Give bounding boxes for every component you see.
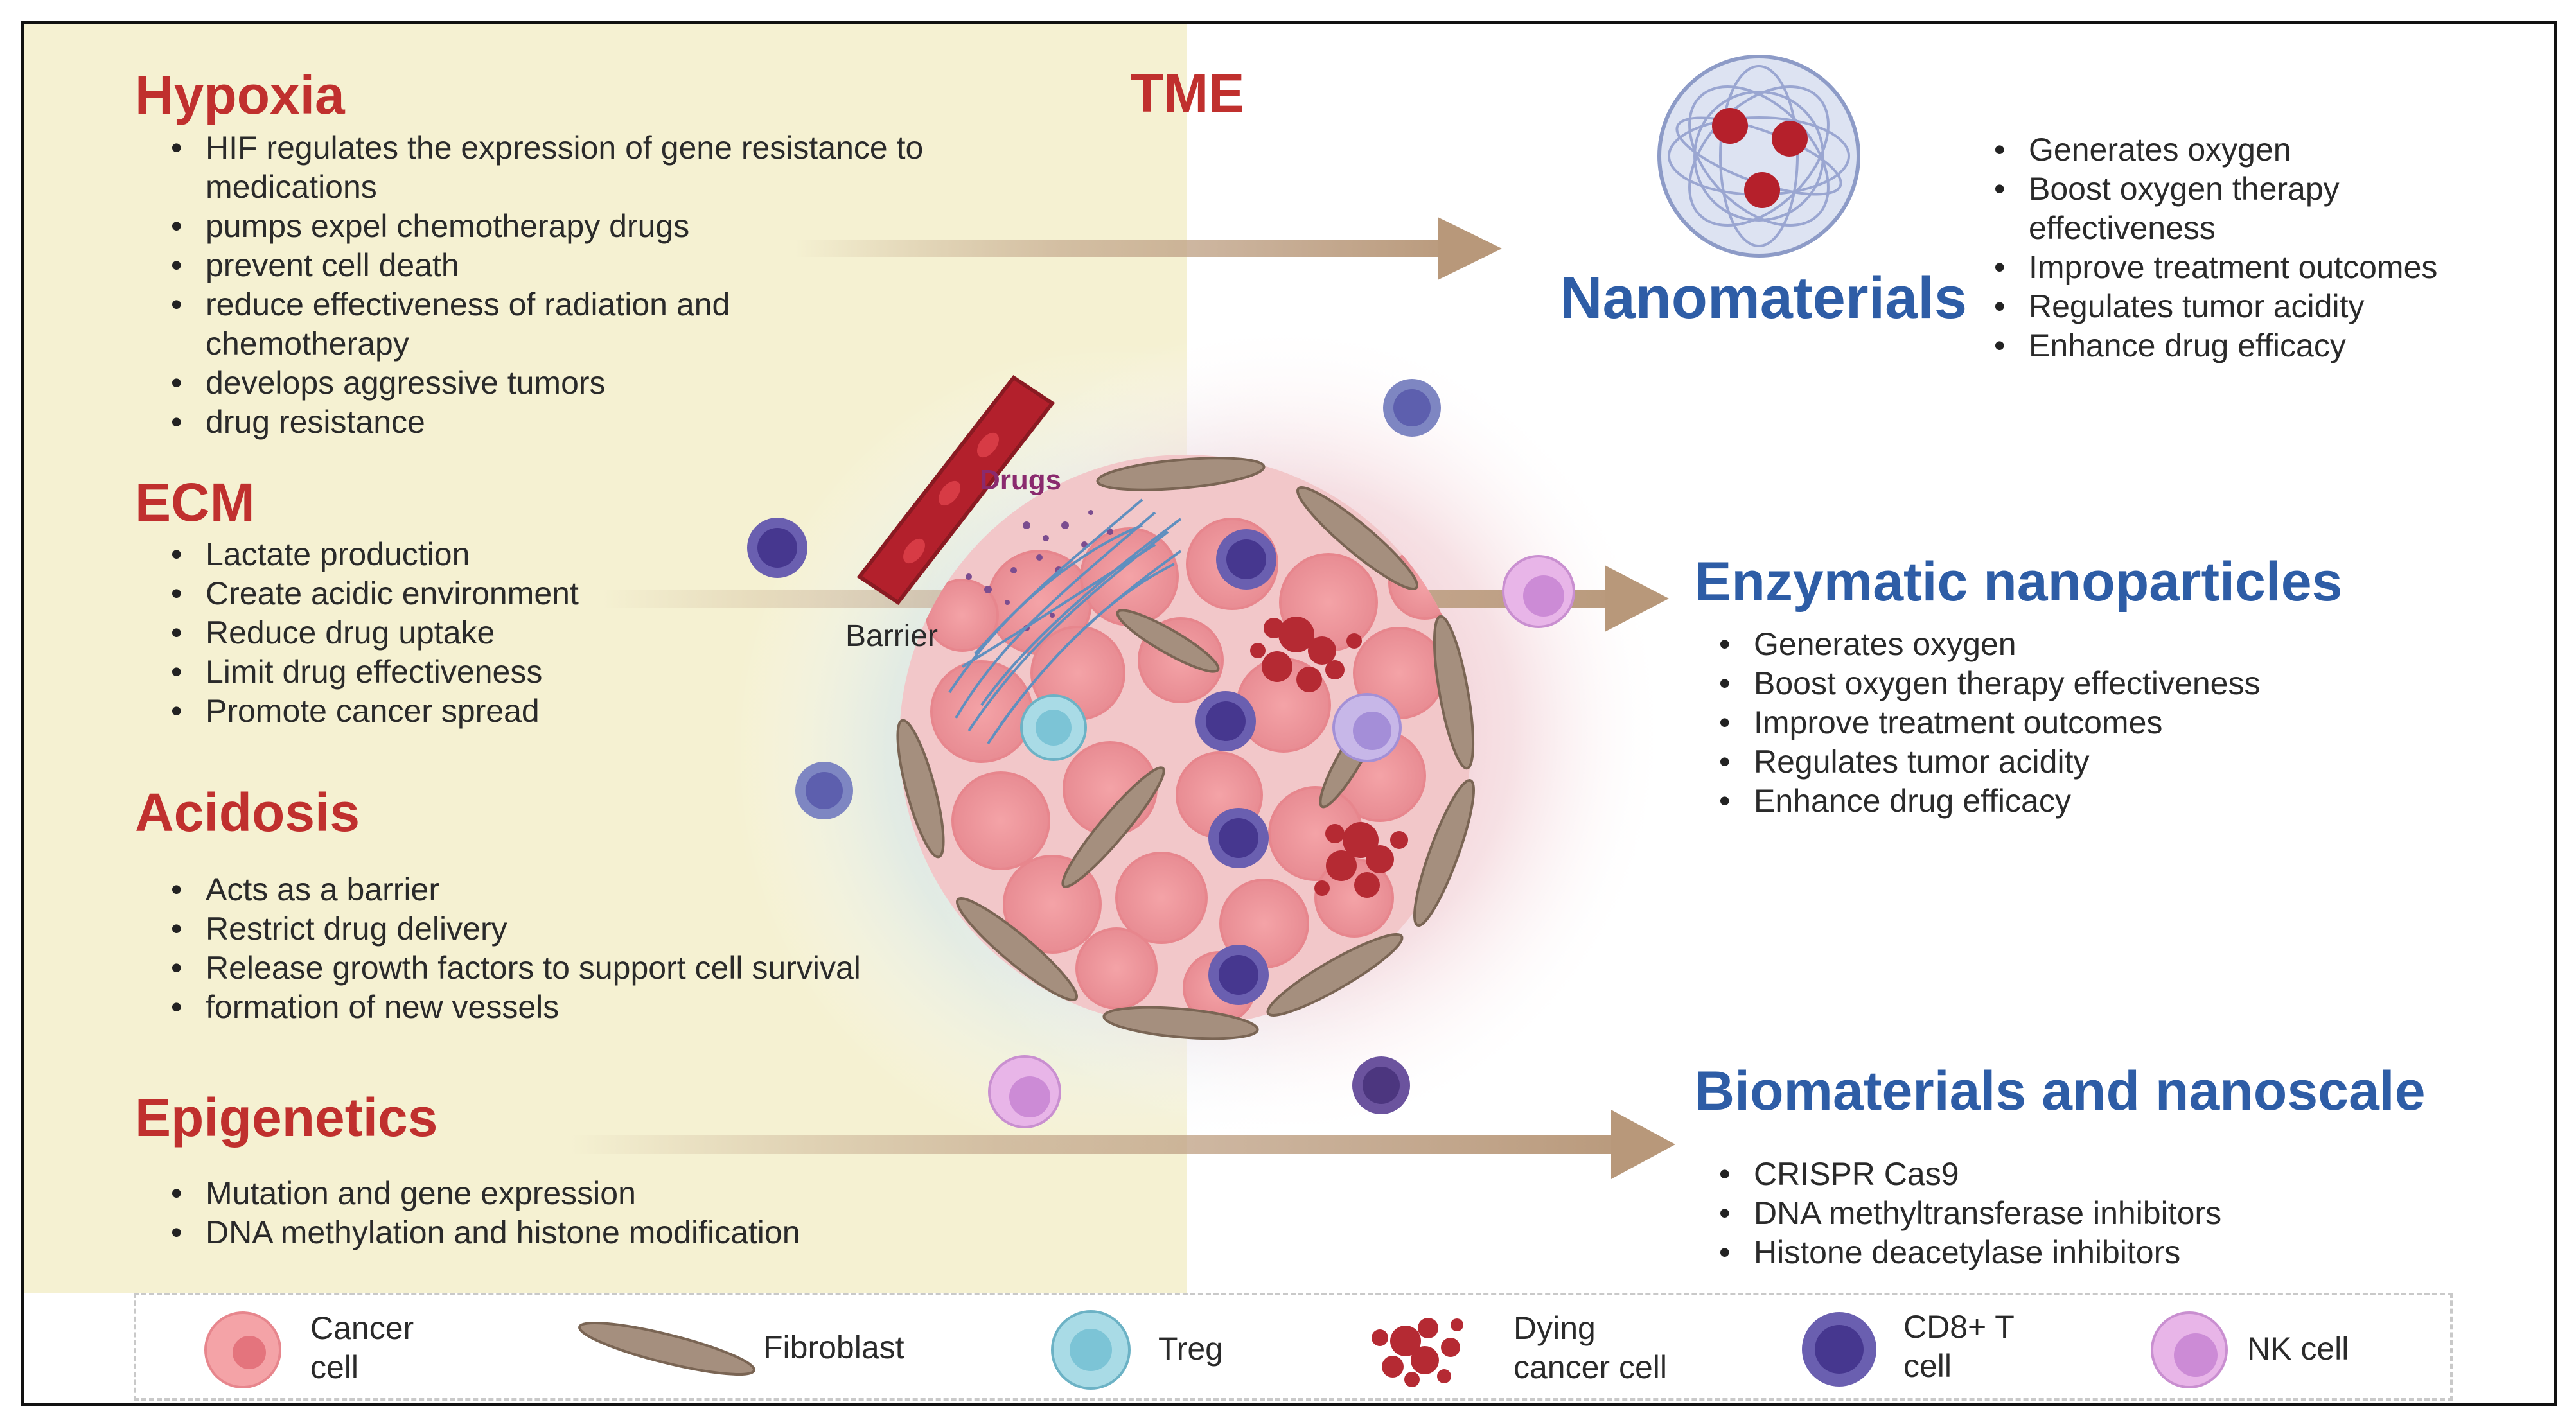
list-item: DNA methylation and histone modification [135, 1213, 1098, 1252]
legend-nk-cell-icon [2151, 1311, 2228, 1388]
legend-cancer-cell-label: Cancer cell [310, 1310, 414, 1385]
list-item: Acts as a barrier [135, 870, 1098, 909]
acidosis-title: Acidosis [135, 782, 360, 843]
list-item: Mutation and gene expression [135, 1174, 1098, 1213]
figure-frame: TME Hypoxia HIF regulates the expression… [21, 21, 2557, 1406]
legend-fibroblast-icon [578, 1321, 755, 1376]
list-item: Generates oxygen [1683, 625, 2518, 664]
list-item: Improve treatment outcomes [1958, 248, 2536, 287]
enzymatic-nanoparticles-title: Enzymatic nanoparticles [1695, 551, 2343, 613]
list-item: Limit drug effectiveness [135, 652, 842, 692]
list-item: prevent cell death [135, 246, 1054, 285]
epigenetics-list: Mutation and gene expression DNA methyla… [135, 1174, 1098, 1252]
legend-cd8-t-cell-icon [1802, 1312, 1876, 1387]
list-item: Histone deacetylase inhibitors [1683, 1233, 2518, 1272]
legend-fibroblast-label: Fibroblast [763, 1329, 904, 1365]
barrier-label: Barrier [845, 619, 939, 653]
list-item: Create acidic environment [135, 574, 842, 613]
list-item: reduce effectiveness of radiation and ch… [135, 285, 874, 363]
list-item: Regulates tumor acidity [1958, 287, 2536, 326]
list-item: formation of new vessels [135, 988, 1098, 1027]
list-item: Lactate production [135, 535, 842, 574]
legend-treg-icon [1051, 1310, 1131, 1390]
acidosis-list: Acts as a barrier Restrict drug delivery… [135, 870, 1098, 1027]
legend-treg-label: Treg [1158, 1331, 1223, 1367]
biomaterials-list: CRISPR Cas9 DNA methyltransferase inhibi… [1683, 1155, 2518, 1272]
list-item: Release growth factors to support cell s… [135, 949, 1098, 988]
ecm-barrier-fibers [948, 498, 1182, 745]
legend-dying-cancer-cell-icon [1372, 1318, 1463, 1387]
hypoxia-title: Hypoxia [135, 65, 345, 125]
biomaterials-nanoscale-title: Biomaterials and nanoscale [1695, 1060, 2426, 1122]
list-item: Regulates tumor acidity [1683, 742, 2518, 782]
list-item: Boost oxygen therapy effectiveness [1958, 170, 2414, 248]
list-item: drug resistance [135, 403, 1054, 442]
list-item: Enhance drug efficacy [1683, 782, 2518, 821]
ecm-title: ECM [135, 472, 255, 532]
enzymatic-list: Generates oxygen Boost oxygen therapy ef… [1683, 625, 2518, 821]
treg-cell [1020, 694, 1087, 761]
dying-cancer-cells [1250, 617, 1408, 898]
list-item: Enhance drug efficacy [1958, 326, 2536, 365]
list-item: Improve treatment outcomes [1683, 703, 2518, 742]
list-item: develops aggressive tumors [135, 363, 1054, 403]
list-item: pumps expel chemotherapy drugs [135, 207, 1054, 246]
list-item: HIF regulates the expression of gene res… [135, 128, 1054, 207]
drugs-label: Drugs [980, 464, 1062, 496]
epigenetics-title: Epigenetics [135, 1087, 438, 1148]
legend [134, 1293, 2453, 1401]
list-item: Promote cancer spread [135, 692, 842, 731]
list-item: CRISPR Cas9 [1683, 1155, 2518, 1194]
ecm-list: Lactate production Create acidic environ… [135, 535, 842, 731]
list-item: Restrict drug delivery [135, 909, 1098, 949]
list-item: Reduce drug uptake [135, 613, 842, 652]
list-item: DNA methyltransferase inhibitors [1683, 1194, 2518, 1233]
nanomaterial-sphere [1657, 55, 1860, 258]
nanomaterials-list: Generates oxygen Boost oxygen therapy ef… [1958, 130, 2536, 365]
legend-nk-cell-label: NK cell [2247, 1331, 2349, 1367]
legend-cd8-t-cell-label: CD8+ T cell [1903, 1309, 2015, 1384]
list-item: Generates oxygen [1958, 130, 2536, 170]
tme-label: TME [1131, 63, 1245, 123]
arrow-epigenetics-to-biomaterials [570, 1110, 1675, 1179]
legend-dying-cancer-cell-label: Dying cancer cell [1513, 1310, 1667, 1385]
nanomaterials-title: Nanomaterials [1560, 265, 1968, 331]
hypoxia-list: HIF regulates the expression of gene res… [135, 128, 1054, 442]
nk-cells [988, 555, 1575, 1128]
legend-cancer-cell-icon [204, 1311, 281, 1388]
list-item: Boost oxygen therapy effectiveness [1683, 664, 2518, 703]
